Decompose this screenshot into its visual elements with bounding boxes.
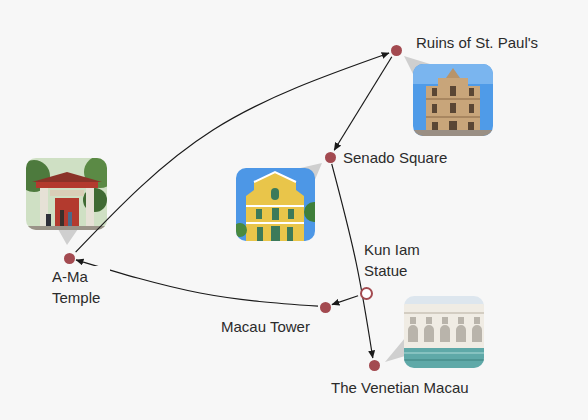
callout-pointer (58, 56, 430, 362)
venetian-photo (404, 352, 484, 354)
senado-photo (236, 168, 315, 241)
senado-photo (287, 227, 293, 241)
callout-pointer (58, 229, 78, 245)
location-label: Ruins of St. Paul's (414, 32, 540, 53)
a-ma-photo (26, 226, 107, 230)
senado-photo (246, 222, 304, 224)
route-arrow (76, 260, 318, 306)
senado-photo (256, 209, 262, 219)
venetian-photo (426, 317, 432, 324)
senado-photo (236, 223, 247, 237)
location-label: A-Ma Temple (50, 266, 110, 308)
ruins-photo (432, 104, 437, 113)
senado-photo (246, 172, 304, 241)
location-dot: Ruins of St. Paul's (391, 45, 402, 56)
ruins-photo (469, 88, 474, 96)
senado-photo (271, 226, 280, 241)
location-dot: A-Ma Temple (64, 253, 75, 264)
a-ma-photo (32, 172, 102, 182)
ruins-photo (446, 68, 460, 78)
route-arrow (334, 57, 392, 150)
ruins-photo (469, 104, 474, 113)
location-label: Senado Square (341, 147, 449, 168)
venetian-photo (404, 296, 484, 368)
ruins-photo (450, 86, 456, 96)
a-ma-photo (86, 188, 94, 230)
ruins-photo (426, 78, 480, 136)
venetian-photo (404, 304, 484, 348)
a-ma-photo (36, 182, 98, 188)
location-dot: The Venetian Macau (369, 360, 380, 371)
callout-pointer (385, 338, 405, 362)
location-label: Macau Tower (219, 316, 312, 337)
location-label: Kun Iam Statue (362, 239, 428, 281)
senado-photo (304, 202, 315, 222)
senado-photo (271, 188, 279, 200)
senado-photo (236, 168, 315, 241)
venetian-photo (442, 317, 448, 324)
venetian-photo (404, 296, 484, 368)
ruins-photo (413, 130, 493, 136)
location-dot: Senado Square (325, 152, 336, 163)
a-ma-photo (55, 198, 79, 230)
senado-photo (257, 227, 263, 241)
venetian-photo (458, 317, 464, 324)
venetian-photo (408, 325, 482, 342)
ruins-photo (450, 103, 456, 113)
a-ma-photo (26, 158, 107, 230)
venetian-photo (474, 317, 480, 324)
ruins-photo (413, 64, 493, 136)
location-ring: Kun Iam Statue (360, 287, 373, 300)
ruins-photo (426, 98, 480, 100)
location-dot: Macau Tower (320, 302, 331, 313)
senado-photo (246, 205, 304, 207)
senado-photo (288, 209, 294, 219)
location-label: The Venetian Macau (329, 377, 471, 398)
venetian-photo (404, 359, 484, 361)
venetian-photo (410, 317, 416, 324)
senado-photo (272, 208, 279, 220)
ruins-photo (432, 88, 437, 96)
route-arrow (332, 296, 358, 305)
venetian-photo (404, 348, 484, 368)
ruins-photo (426, 116, 480, 118)
senado-photo (254, 172, 296, 182)
a-ma-photo (50, 190, 84, 196)
venetian-photo (404, 312, 484, 314)
ruins-photo (413, 64, 493, 136)
